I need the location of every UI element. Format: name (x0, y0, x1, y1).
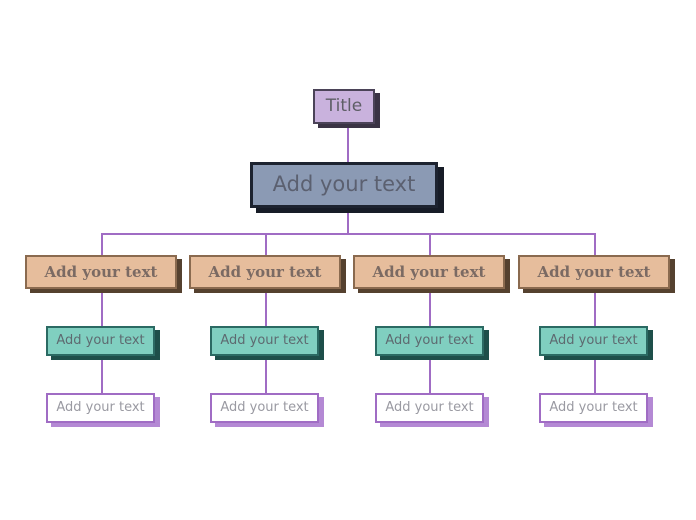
level1-node-2[interactable]: Add your text (189, 255, 341, 289)
level2-node-3[interactable]: Add your text (375, 326, 484, 356)
level1-node-4[interactable]: Add your text (518, 255, 670, 289)
level3-node-1[interactable]: Add your text (46, 393, 155, 423)
connector-distribution-bus (101, 233, 595, 235)
level2-node-2[interactable]: Add your text (210, 326, 319, 356)
title-node-label: Title (325, 96, 363, 117)
connector-bus-drop-4 (594, 233, 596, 255)
level1-node-3-label: Add your text (372, 262, 486, 281)
title-node[interactable]: Title (313, 89, 375, 124)
level2-node-1-label: Add your text (56, 332, 145, 348)
connector-l2-to-l3-3 (429, 359, 431, 393)
connector-l1-to-l2-4 (594, 292, 596, 326)
connector-bus-drop-2 (265, 233, 267, 255)
connector-l2-to-l3-4 (594, 359, 596, 393)
connector-l1-to-l2-2 (265, 292, 267, 326)
root-node[interactable]: Add your text (250, 162, 438, 208)
level3-node-4[interactable]: Add your text (539, 393, 648, 423)
level3-node-3[interactable]: Add your text (375, 393, 484, 423)
level2-node-4-label: Add your text (549, 332, 638, 348)
level2-node-3-label: Add your text (385, 332, 474, 348)
connector-l1-to-l2-3 (429, 292, 431, 326)
connector-l2-to-l3-1 (101, 359, 103, 393)
level3-node-2[interactable]: Add your text (210, 393, 319, 423)
connector-title-to-root (347, 128, 349, 162)
connector-root-down (347, 211, 349, 234)
level2-node-4[interactable]: Add your text (539, 326, 648, 356)
level3-node-4-label: Add your text (549, 399, 638, 415)
level1-node-2-label: Add your text (208, 262, 322, 281)
level2-node-1[interactable]: Add your text (46, 326, 155, 356)
level1-node-1-label: Add your text (44, 262, 158, 281)
root-node-label: Add your text (272, 172, 416, 197)
connector-bus-drop-1 (101, 233, 103, 255)
connector-l1-to-l2-1 (101, 292, 103, 326)
level1-node-4-label: Add your text (537, 262, 651, 281)
level2-node-2-label: Add your text (220, 332, 309, 348)
level3-node-3-label: Add your text (385, 399, 474, 415)
level3-node-1-label: Add your text (56, 399, 145, 415)
level3-node-2-label: Add your text (220, 399, 309, 415)
connector-bus-drop-3 (429, 233, 431, 255)
connector-l2-to-l3-2 (265, 359, 267, 393)
level1-node-3[interactable]: Add your text (353, 255, 505, 289)
level1-node-1[interactable]: Add your text (25, 255, 177, 289)
